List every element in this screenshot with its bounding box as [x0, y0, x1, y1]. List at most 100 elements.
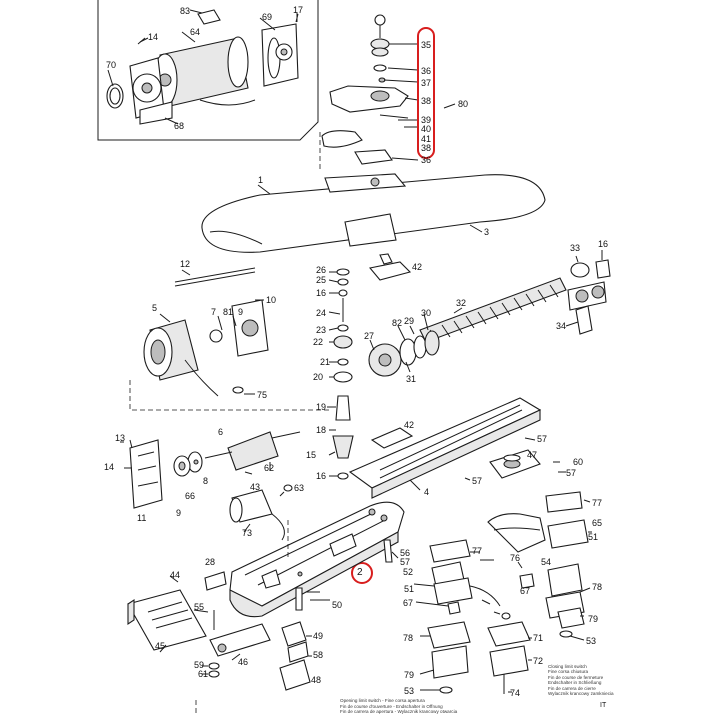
callout-3: 3 — [484, 227, 490, 237]
callout-4: 4 — [424, 487, 430, 497]
highlight-part-2 — [351, 562, 373, 584]
callout-71: 71 — [533, 633, 544, 643]
motor-shaft-6 — [120, 431, 301, 509]
callout-23: 23 — [316, 325, 327, 335]
highlight-callout-column — [417, 27, 435, 159]
callout-40: 40 — [421, 124, 432, 134]
callout-67-b: 67 — [520, 586, 531, 596]
callout-8: 8 — [203, 476, 209, 486]
lever-bracket-group — [321, 14, 456, 165]
callout-16-b: 16 — [316, 471, 327, 481]
callout-51-a: 51 — [588, 532, 599, 542]
callout-36: 36 — [421, 66, 432, 76]
callout-2: 2 — [357, 567, 363, 578]
callout-77-b: 77 — [592, 498, 603, 508]
callout-12: 12 — [180, 259, 191, 269]
caption-line: Fin de course de fermeture — [548, 674, 604, 680]
callout-29: 29 — [404, 316, 415, 326]
caption-line: Fine corsa chiusura — [548, 669, 589, 675]
callout-24: 24 — [316, 308, 327, 318]
base-plate-45 — [127, 571, 271, 678]
callout-46: 46 — [238, 657, 249, 667]
caption-opening-switch: Opening limit switch - Fine corsa apertu… — [340, 698, 500, 715]
callout-28: 28 — [205, 557, 216, 567]
callout-5: 5 — [152, 303, 158, 313]
nut-34 — [565, 250, 611, 335]
callout-65: 65 — [592, 518, 603, 528]
motor-5 — [143, 299, 269, 397]
callout-60: 60 — [573, 457, 584, 467]
callout-25: 25 — [316, 275, 327, 285]
callout-77-a: 77 — [472, 546, 483, 556]
callout-76: 76 — [510, 553, 521, 563]
callout-57-b: 57 — [566, 468, 577, 478]
callout-34: 34 — [556, 321, 567, 331]
caption-line: Fin de course d'ouverture - Endschalter … — [340, 703, 443, 709]
callout-38: 38 — [421, 96, 432, 106]
callout-7: 7 — [211, 307, 217, 317]
callout-56: 56 — [400, 548, 411, 558]
callout-14: 14 — [148, 32, 159, 42]
callout-13: 13 — [115, 433, 126, 443]
callout-47: 47 — [527, 450, 538, 460]
callout-55: 55 — [194, 602, 205, 612]
callout-19: 19 — [316, 402, 327, 412]
callout-63: 63 — [294, 483, 305, 493]
callout-62: 62 — [264, 463, 275, 473]
callout-20: 20 — [313, 372, 324, 382]
callout-75: 75 — [257, 390, 268, 400]
caption-line: Fin de carrera de apertura - Wylacznik k… — [340, 709, 458, 715]
callout-68: 68 — [174, 121, 185, 131]
callout-67-a: 67 — [403, 598, 414, 608]
callout-14-lower: 14 — [104, 462, 115, 472]
caption-closing-switch: Closing limit switch Fine corsa chiusura… — [548, 664, 658, 696]
caption-line: Closing limit switch — [548, 664, 587, 669]
capacitor-43 — [229, 484, 293, 541]
callout-78-b: 78 — [403, 633, 414, 643]
callout-38-lower: 38 — [421, 143, 432, 153]
callout-32: 32 — [456, 298, 467, 308]
callout-69: 69 — [262, 12, 273, 22]
callout-79-a: 79 — [588, 614, 599, 624]
callout-45: 45 — [155, 641, 166, 651]
center-shaft — [327, 268, 354, 480]
callout-83: 83 — [180, 6, 191, 16]
callout-51-b: 51 — [404, 584, 415, 594]
limit-switch-49 — [279, 621, 312, 691]
callout-81: 81 — [223, 307, 234, 317]
callout-64: 64 — [190, 27, 201, 37]
callout-11: 11 — [137, 513, 147, 523]
caption-line: Endschalter in Schließung — [548, 680, 602, 686]
callout-57-d: 57 — [400, 557, 411, 567]
callout-58: 58 — [313, 650, 324, 660]
callout-52: 52 — [403, 567, 414, 577]
callout-57-a: 57 — [537, 434, 548, 444]
electronics-group — [413, 491, 592, 694]
callout-9: 9 — [238, 307, 244, 317]
callout-41: 41 — [421, 134, 432, 144]
callout-16-c: 16 — [598, 239, 609, 249]
callout-37: 37 — [421, 78, 432, 88]
callout-33: 33 — [570, 243, 581, 253]
callout-53-b: 53 — [404, 686, 415, 696]
callout-35: 35 — [421, 40, 432, 50]
callout-6: 6 — [218, 427, 224, 437]
callout-44: 44 — [170, 570, 181, 580]
caption-line: Wylacznik krancowy zamkniecia — [548, 691, 614, 697]
page-reference: IT — [600, 702, 607, 709]
callout-53-a: 53 — [586, 636, 597, 646]
callout-54: 54 — [541, 557, 552, 567]
callout-82: 82 — [392, 318, 403, 328]
caption-line: Opening limit switch - Fine corsa apertu… — [340, 698, 425, 703]
callout-16-a: 16 — [316, 288, 327, 298]
callout-42-lower: 42 — [404, 420, 415, 430]
caption-line: Fin de carrera de cierre — [548, 685, 596, 691]
callout-42: 42 — [412, 262, 423, 272]
callout-27: 27 — [364, 331, 375, 341]
gear-set — [368, 313, 440, 377]
callout-79-b: 79 — [404, 670, 415, 680]
callout-9-lower: 9 — [176, 508, 182, 518]
